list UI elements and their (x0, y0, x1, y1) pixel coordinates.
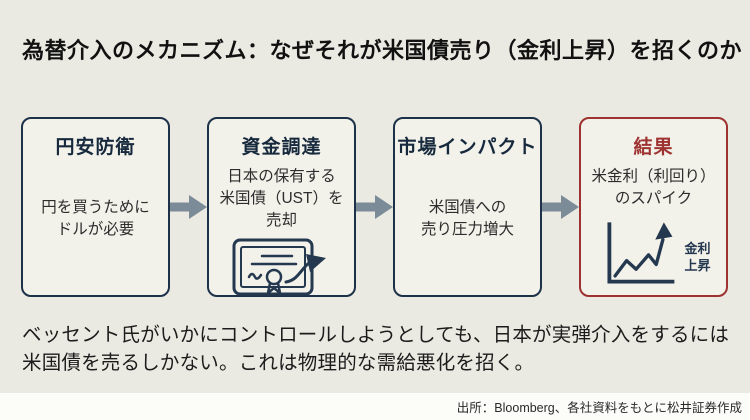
flow-arrow-2 (356, 117, 393, 297)
flow-box-result: 結果 米金利（利回り） のスパイク 金利 上昇 (579, 117, 728, 297)
box-title-yen-defense: 円安防衛 (55, 137, 136, 158)
box-body-result: 米金利（利回り） のスパイク (591, 168, 716, 207)
flow-arrow-3 (542, 117, 579, 297)
footer: 出所：Bloomberg、各社資料をもとに松井証券作成 (0, 393, 750, 420)
right-block-arrow-icon (170, 195, 207, 219)
right-block-arrow-icon (356, 195, 393, 219)
bond-certificate-icon (230, 236, 334, 298)
flow-box-market-impact: 市場インパクト 米国債への 売り圧力増大 (393, 117, 542, 297)
chart-label-rate-rise: 金利 上昇 (684, 241, 711, 273)
box-body-funding: 日本の保有する 米国債（UST）を 売却 (219, 168, 344, 229)
flow-arrow-1 (170, 117, 207, 297)
box-title-result: 結果 (633, 137, 674, 158)
box-title-market-impact: 市場インパクト (397, 137, 538, 158)
box-body-market-impact: 米国債への 売り圧力増大 (420, 199, 514, 238)
source-text: 出所：Bloomberg、各社資料をもとに松井証券作成 (456, 401, 742, 415)
flow-box-yen-defense: 円安防衛 円を買うために ドルが必要 (21, 117, 170, 297)
footnote-text: ベッセント氏がいかにコントロールしようとしても、日本が実弾介入をするには 米国債… (22, 324, 730, 374)
flow-diagram: 円安防衛 円を買うために ドルが必要 資金調達 日本の保有する 米国債（UST）… (21, 117, 728, 297)
rising-yield-chart-icon: 金利 上昇 (596, 214, 711, 290)
flow-box-funding: 資金調達 日本の保有する 米国債（UST）を 売却 (207, 117, 356, 297)
right-block-arrow-icon (542, 195, 579, 219)
page-title: 為替介入のメカニズム：なぜそれが米国債売り（金利上昇）を招くのか (22, 38, 743, 63)
box-body-yen-defense: 円を買うために ドルが必要 (41, 199, 150, 238)
box-title-funding: 資金調達 (241, 137, 322, 158)
